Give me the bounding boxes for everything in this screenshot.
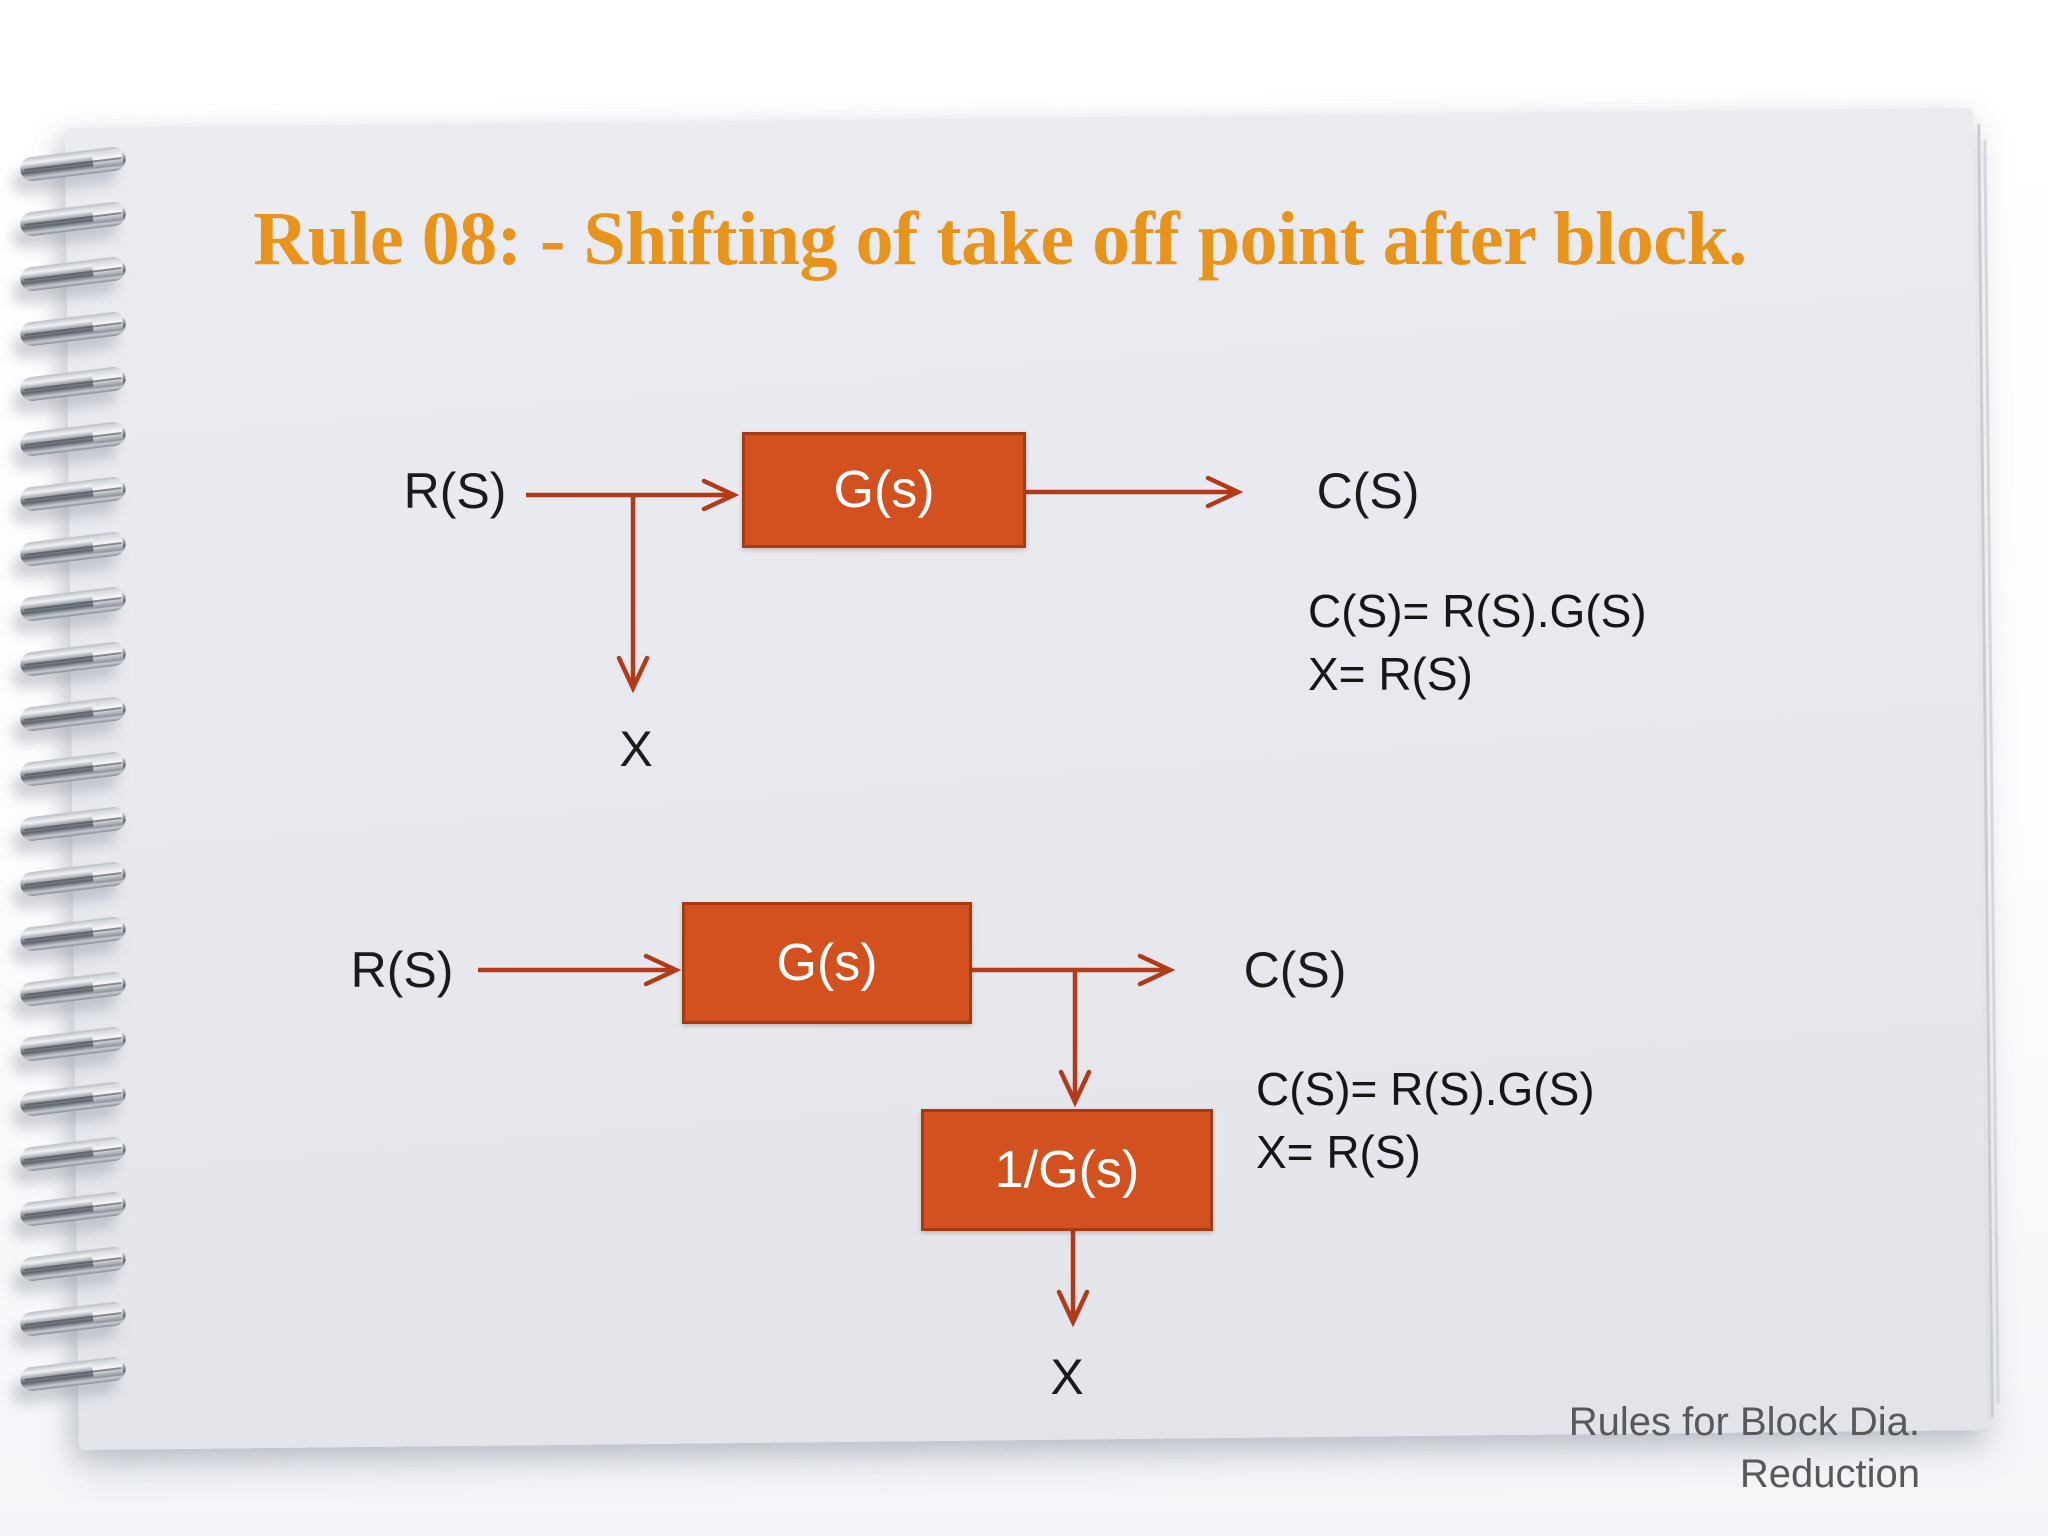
d2-equations: C(S)= R(S).G(S) X= R(S): [1256, 1058, 1595, 1184]
d1-output-label: C(S): [1316, 463, 1420, 519]
d1-equations: C(S)= R(S).G(S) X= R(S): [1308, 580, 1647, 706]
footer-line: Reduction: [1739, 1452, 1920, 1496]
d2-takeoff-label: X: [1050, 1349, 1084, 1405]
d2-inverse-block: 1/G(s): [921, 1109, 1213, 1231]
equation-line: C(S)= R(S).G(S): [1256, 1063, 1595, 1115]
d2-gain-block-label: G(s): [776, 934, 878, 992]
d2-gain-block: G(s): [682, 902, 972, 1024]
equation-line: X= R(S): [1256, 1126, 1421, 1178]
d2-input-label: R(S): [350, 942, 454, 998]
equation-line: C(S)= R(S).G(S): [1308, 585, 1647, 637]
equation-line: X= R(S): [1308, 648, 1473, 700]
d1-gain-block-label: G(s): [833, 461, 935, 519]
d2-output-label: C(S): [1243, 942, 1347, 998]
d2-inverse-block-label: 1/G(s): [994, 1141, 1140, 1199]
d1-gain-block: G(s): [742, 432, 1026, 548]
slide-title: Rule 08: - Shifting of take off point af…: [253, 197, 1747, 281]
d1-takeoff-label: X: [619, 721, 653, 777]
d1-input-label: R(S): [403, 463, 507, 519]
slide-footer: Rules for Block Dia. Reduction: [1300, 1396, 1920, 1500]
footer-line: Rules for Block Dia.: [1568, 1400, 1920, 1444]
